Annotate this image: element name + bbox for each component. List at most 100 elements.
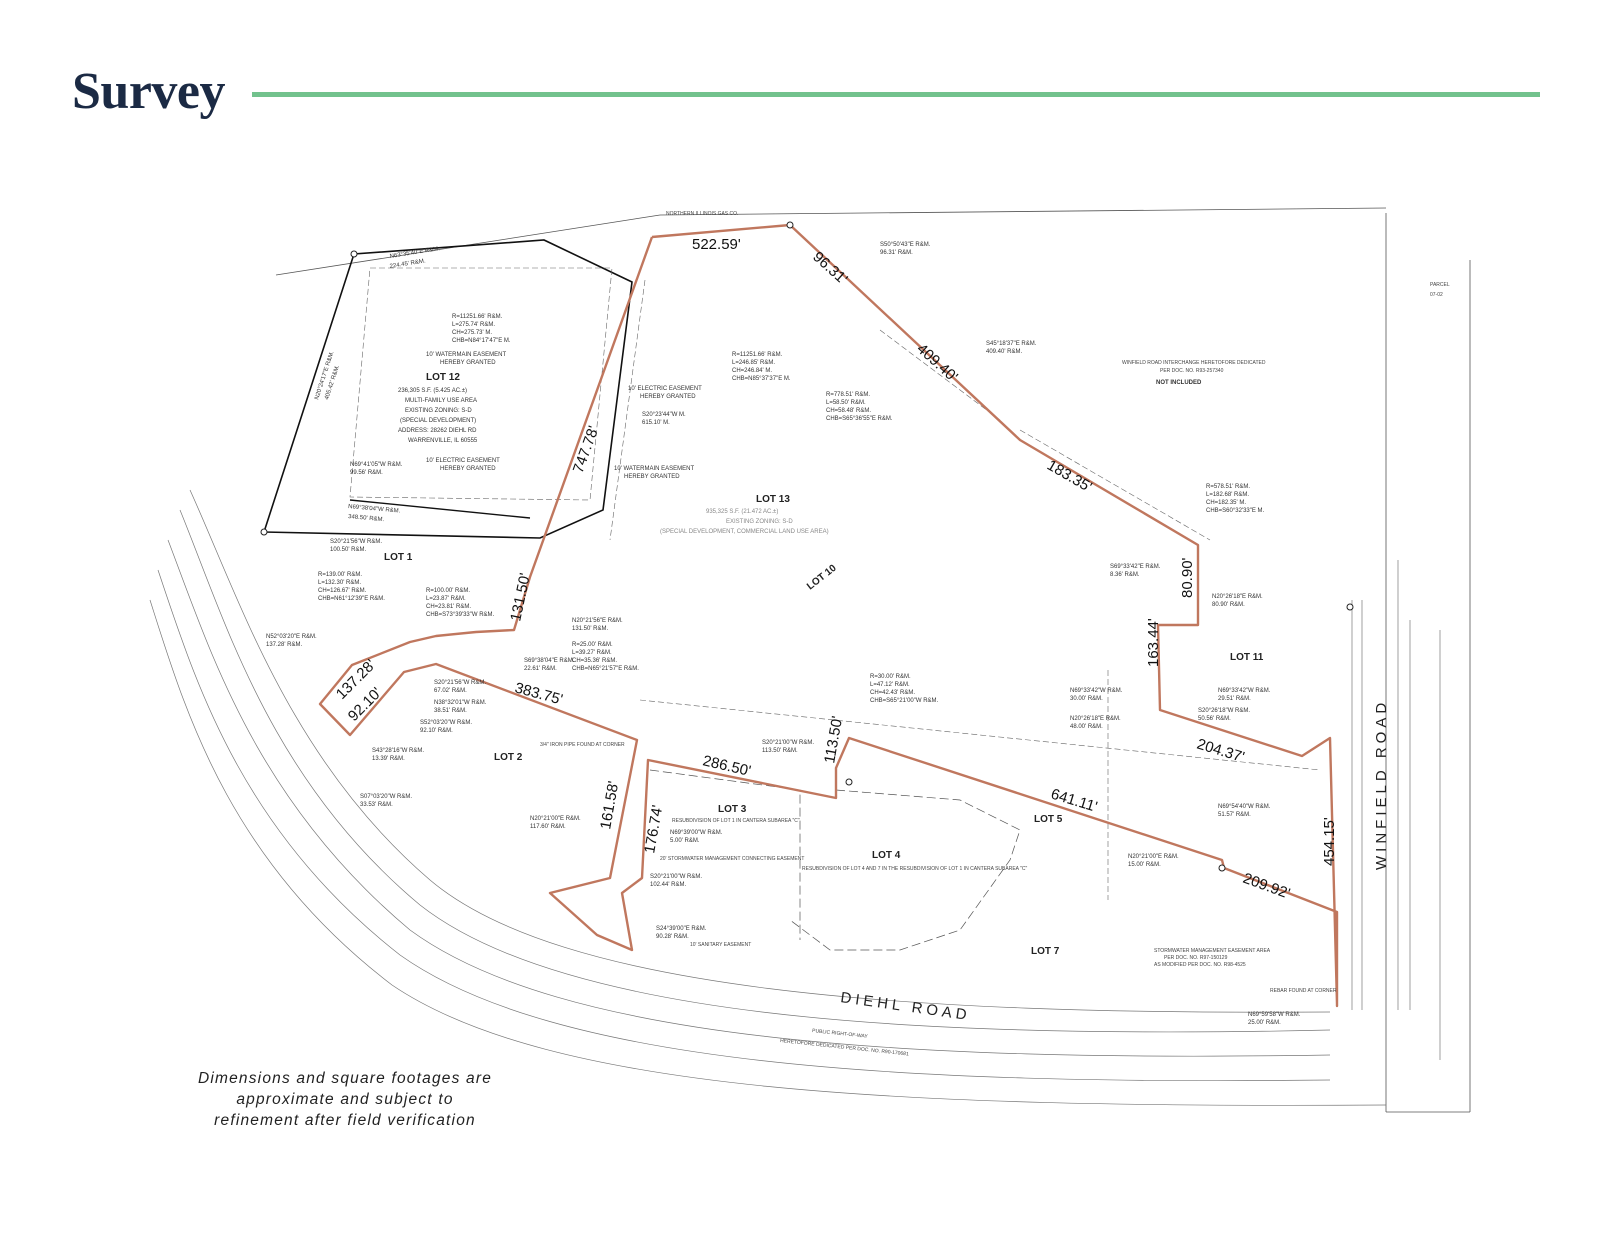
- callout-text: S43°28'16"W R&M.: [372, 748, 424, 754]
- note-text: PER DOC. NO. R97-150129: [1164, 955, 1228, 961]
- dim-113: 113.50': [821, 715, 846, 765]
- note-text: STORMWATER MANAGEMENT EASEMENT AREA: [1154, 948, 1271, 954]
- callout-text: 33.53' R&M.: [360, 802, 393, 808]
- callout-text: R=139.00' R&M.: [318, 572, 362, 578]
- note-text: 3/4" IRON PIPE FOUND AT CORNER: [540, 742, 625, 748]
- callout-text: 25.00' R&M.: [1248, 1020, 1281, 1026]
- note-text: WINFIELD ROAD INTERCHANGE HERETOFORE DED…: [1122, 360, 1266, 366]
- callout-text: 117.60' R&M.: [530, 824, 566, 830]
- note-text: AS MODIFIED PER DOC. NO. R98-4525: [1154, 962, 1246, 968]
- callout-text: 100.50' R&M.: [330, 547, 366, 553]
- lot12-zoning: EXISTING ZONING: S-D: [405, 408, 472, 414]
- callout-text: 5.00' R&M.: [670, 838, 700, 844]
- callout-text: CH=246.84' M.: [732, 368, 772, 374]
- lot1-label: LOT 1: [384, 552, 413, 563]
- dim-454: 454.15': [1321, 817, 1338, 866]
- lot13-area: 935,325 S.F. (21.472 AC.±): [706, 509, 778, 515]
- callout-text: CH=126.67' R&M.: [318, 588, 367, 594]
- note-text: 20' STORMWATER MANAGEMENT CONNECTING EAS…: [660, 856, 804, 862]
- callout-text: N20°21'56"E R&M.: [572, 618, 623, 624]
- callout-text: L=47.12' R&M.: [870, 682, 910, 688]
- dim-131: 131.50': [507, 571, 534, 622]
- lot12-bottom-line: [349, 499, 531, 519]
- dim-163: 163.44': [1145, 618, 1162, 667]
- lot7-label: LOT 7: [1031, 946, 1060, 957]
- note-text: NORTHERN ILLINOIS GAS CO.: [666, 211, 738, 217]
- callout-text: S20°26'18"W R&M.: [1198, 708, 1250, 714]
- callout-text: N38°32'01"W R&M.: [434, 700, 487, 706]
- callout-text: L=182.68' R&M.: [1206, 492, 1249, 498]
- callout-text: S07°03'20"W R&M.: [360, 794, 412, 800]
- note-text: 10' WATERMAIN EASEMENT: [426, 352, 506, 358]
- winfield-road-lines: [1351, 560, 1441, 1060]
- callout-text: 113.50' R&M.: [762, 748, 798, 754]
- note-text: HEREBY GRANTED: [440, 360, 496, 366]
- dim-161: 161.58': [597, 780, 622, 831]
- callout-text: 50.56' R&M.: [1198, 716, 1231, 722]
- subject-property-boundary: [318, 223, 1339, 1008]
- callout-text: CH=58.48' R&M.: [826, 408, 871, 414]
- note-text: PER DOC. NO. R93-257340: [1160, 368, 1224, 374]
- callout-text: S20°21'56"W R&M.: [434, 680, 486, 686]
- callout-text: R=11251.66' R&M.: [452, 314, 503, 320]
- disclaimer-note: Dimensions and square footages are appro…: [140, 1068, 550, 1131]
- callout-text: S20°21'00"W R&M.: [650, 874, 702, 880]
- callout-text: S69°33'42"E R&M.: [1110, 564, 1161, 570]
- callout-text: N20°26'18"E R&M.: [1212, 594, 1263, 600]
- callout-text: CH=182.35' M.: [1206, 500, 1246, 506]
- dim-204: 204.37': [1195, 736, 1247, 767]
- callout-text: N69°33'42"W R&M.: [1218, 688, 1271, 694]
- lot13-info: 935,325 S.F. (21.472 AC.±) EXISTING ZONI…: [660, 509, 829, 535]
- dim-80: 80.90': [1179, 557, 1196, 598]
- callout-text: S20°21'00"W R&M.: [762, 740, 814, 746]
- callout-text: 80.90' R&M.: [1212, 602, 1245, 608]
- lot13-zoning: EXISTING ZONING: S-D: [726, 519, 793, 525]
- callout-text: 30.00' R&M.: [1070, 696, 1103, 702]
- lot12-use: MULTI-FAMILY USE AREA: [405, 398, 477, 404]
- callout-text: L=246.85' R&M.: [732, 360, 775, 366]
- callout-text: 48.00' R&M.: [1070, 724, 1103, 730]
- callout-text: 99.56' R&M.: [350, 470, 383, 476]
- sheet-frame: [275, 207, 1471, 1113]
- callout-text: 102.44' R&M.: [650, 882, 686, 888]
- callout-text: S20°23'44"W M.: [642, 412, 686, 418]
- callout-text: 29.51' R&M.: [1218, 696, 1251, 702]
- lot10-label: LOT 10: [805, 563, 839, 593]
- dim-522: 522.59': [692, 236, 741, 253]
- callout-text: 51.57' R&M.: [1218, 812, 1251, 818]
- callout-text: R=25.00' R&M.: [572, 642, 613, 648]
- callout-text: 92.10' R&M.: [420, 728, 453, 734]
- diehl-road-label: DIEHL ROAD: [839, 989, 971, 1024]
- disclaimer-line: approximate and subject to: [236, 1091, 454, 1108]
- callout-text: CH=42.43' R&M.: [870, 690, 915, 696]
- lot3-label: LOT 3: [718, 804, 747, 815]
- survey-callouts: S50°50'43"E R&M. 96.31' R&M. S45°18'37"E…: [266, 242, 1301, 1026]
- callout-text: R=30.00' R&M.: [870, 674, 911, 680]
- callout-text: CHB=S60°32'33"E M.: [1206, 508, 1265, 514]
- callout-text: S24°39'00"E R&M.: [656, 926, 707, 932]
- lot5-label: LOT 5: [1034, 814, 1063, 825]
- callout-text: L=132.30' R&M.: [318, 580, 361, 586]
- callout-text: L=275.74' R&M.: [452, 322, 495, 328]
- callout-text: S69°38'04"E R&M.: [524, 658, 575, 664]
- callout-text: N63°35'40"E R&M.: [389, 246, 440, 260]
- callout-text: N69°39'00"W R&M.: [670, 830, 723, 836]
- callout-text: CHB=S65°21'00"W R&M.: [870, 698, 939, 704]
- lot4-label: LOT 4: [872, 850, 901, 861]
- callout-text: 348.50' R&M.: [348, 514, 385, 523]
- lot12-area: 236,305 S.F. (5.425 AC.±): [398, 388, 467, 394]
- callout-text: CH=35.36' R&M.: [572, 658, 617, 664]
- callout-text: S50°50'43"E R&M.: [880, 242, 931, 248]
- callout-text: S45°18'37"E R&M.: [986, 341, 1037, 347]
- callout-text: N20°21'00"E R&M.: [1128, 854, 1179, 860]
- dim-183: 183.35': [1044, 457, 1095, 496]
- lot12-zoning2: (SPECIAL DEVELOPMENT): [400, 418, 476, 424]
- winfield-road-label: WINFIELD ROAD: [1373, 699, 1390, 870]
- callout-text: 96.31' R&M.: [880, 250, 913, 256]
- callout-text: N20°21'00"E R&M.: [530, 816, 581, 822]
- note-text: HEREBY GRANTED: [624, 474, 680, 480]
- lot12-city: WARRENVILLE, IL 60555: [408, 438, 478, 444]
- lot12-address: ADDRESS: 28262 DIEHL RD: [398, 428, 477, 434]
- lot11-label: LOT 11: [1230, 652, 1264, 663]
- disclaimer-line: refinement after field verification: [214, 1112, 476, 1129]
